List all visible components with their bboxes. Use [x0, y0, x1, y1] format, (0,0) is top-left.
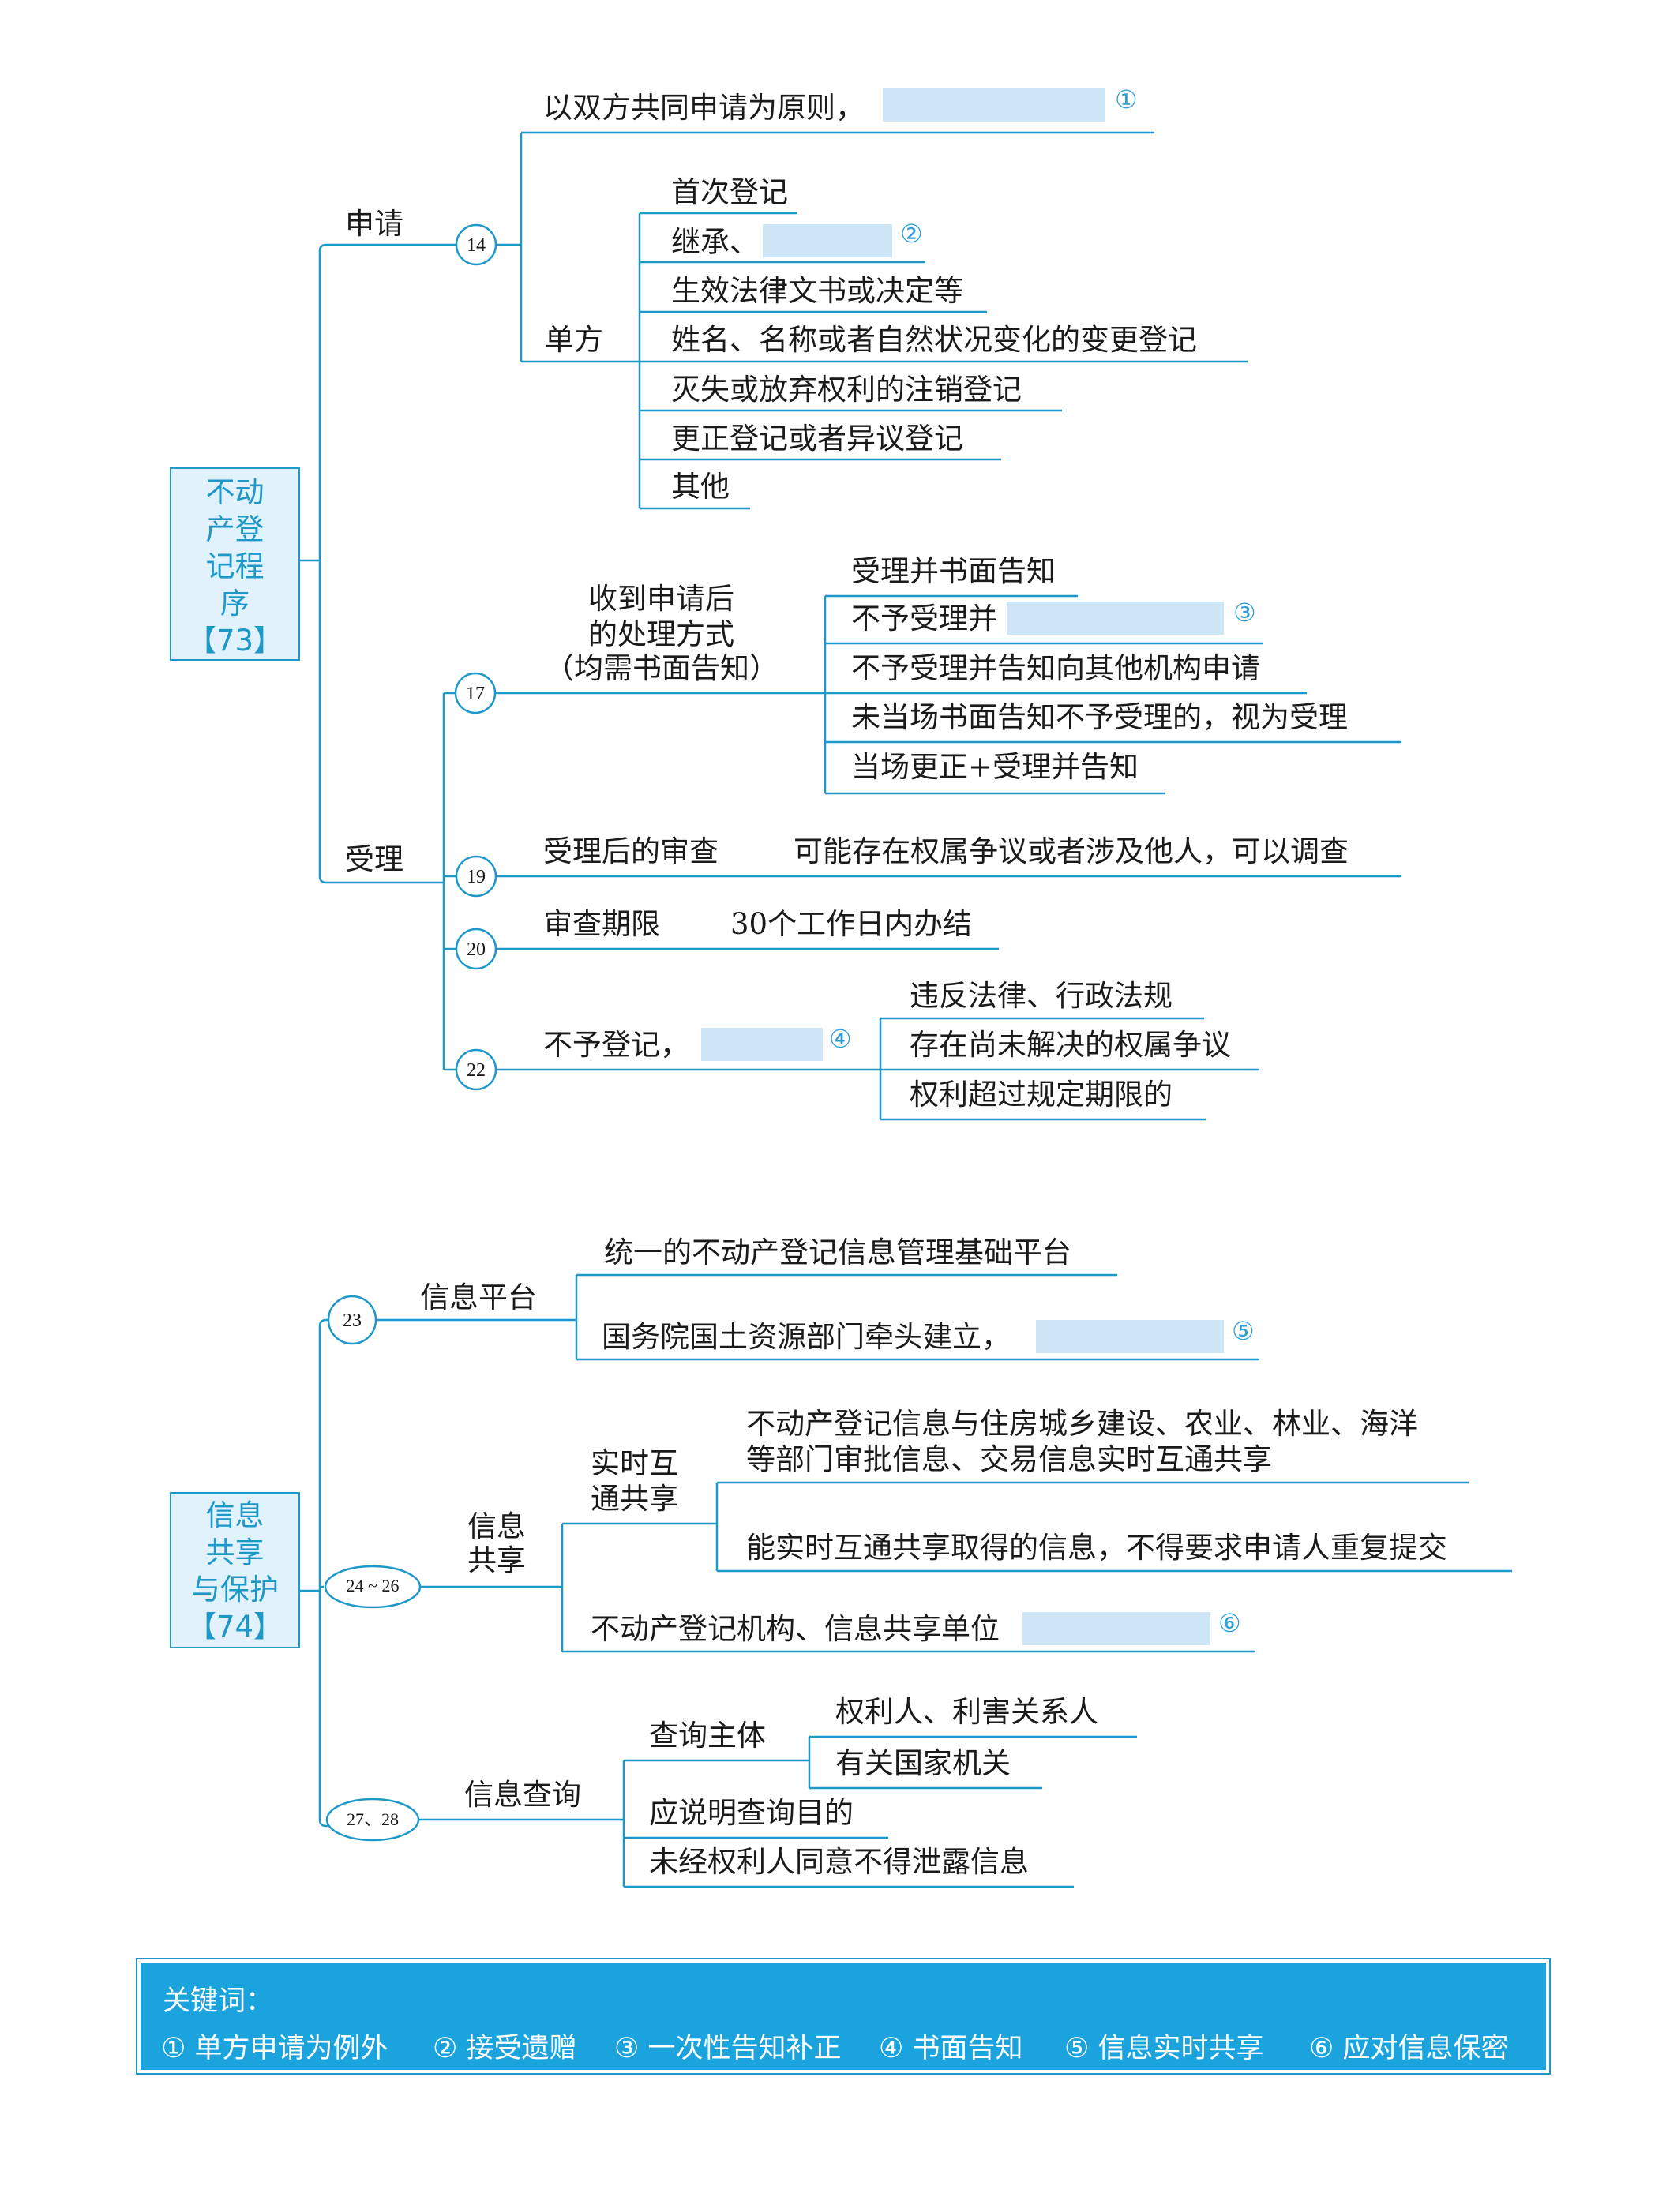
blank-3: [1007, 602, 1224, 635]
blank-5-number: ⑤: [1232, 1316, 1255, 1346]
blank-6-number: ⑥: [1218, 1608, 1241, 1638]
root-line: 【73】: [186, 624, 283, 658]
realtime-item: 等部门审批信息、交易信息实时互通共享: [746, 1442, 1272, 1476]
circle-22: [455, 1048, 497, 1091]
keyword-item: ① 单方申请为例外: [161, 2033, 388, 2064]
blank-3-number: ③: [1233, 598, 1256, 628]
query-subject-item: 权利人、利害关系人: [835, 1695, 1098, 1729]
sharing-label: 信息: [467, 1509, 526, 1543]
handling-item: 未当场书面告知不予受理的，视为受理: [851, 700, 1348, 734]
handling-heading: 收到申请后: [588, 582, 734, 616]
agencies-text: 不动产登记机构、信息共享单位: [591, 1612, 1000, 1646]
refuse-item: 违反法律、行政法规: [910, 979, 1173, 1013]
unilateral-item: 姓名、名称或者自然状况变化的变更登记: [671, 323, 1197, 357]
review-label: 受理后的审查: [543, 834, 719, 868]
principle-text: 以双方共同申请为原则，: [543, 91, 865, 125]
platform-item: 统一的不动产登记信息管理基础平台: [604, 1235, 1071, 1269]
period-note: 30个工作日内办结: [730, 907, 973, 941]
realtime-label: 实时互: [591, 1446, 678, 1480]
blank-4: [701, 1028, 823, 1061]
root-line: 信息: [205, 1498, 265, 1532]
keyword-item: ③ 一次性告知补正: [614, 2033, 842, 2064]
handling-item: 不予受理并告知向其他机构申请: [851, 651, 1260, 685]
circle-23: [327, 1295, 377, 1345]
blank-2: [763, 224, 892, 257]
keyword-item: ④ 书面告知: [879, 2033, 1023, 2064]
root-line: 与保护: [191, 1573, 279, 1607]
realtime-label: 通共享: [591, 1482, 678, 1516]
keywords-panel: 关键词： ① 单方申请为例外 ② 接受遗赠 ③ 一次性告知补正 ④ 书面告知 ⑤…: [141, 1963, 1546, 2070]
realtime-item: 能实时互通共享取得的信息，不得要求申请人重复提交: [746, 1531, 1447, 1565]
accept-label: 受理: [345, 842, 403, 876]
circle-22-text: 22: [467, 1060, 486, 1081]
handling-heading: （均需书面告知）: [545, 651, 779, 685]
circle-23-text: 23: [343, 1310, 362, 1331]
blank-1: [883, 88, 1105, 122]
platform-label: 信息平台: [420, 1280, 537, 1314]
unilateral-item: 继承、: [671, 225, 759, 259]
query-consent: 未经权利人同意不得泄露信息: [649, 1845, 1029, 1879]
unilateral-item: 生效法律文书或决定等: [671, 274, 963, 308]
sharing-label: 共享: [467, 1543, 526, 1577]
circle-20-text: 20: [467, 939, 486, 960]
unilateral-label: 单方: [545, 323, 603, 357]
query-subject-item: 有关国家机关: [835, 1746, 1011, 1780]
unilateral-item: 更正登记或者异议登记: [671, 422, 963, 456]
blank-4-number: ④: [829, 1024, 852, 1054]
circle-27-28: [325, 1798, 420, 1842]
query-purpose: 应说明查询目的: [649, 1796, 854, 1830]
root-line: 产登: [205, 512, 265, 546]
circle-24-26-text: 24 ~ 26: [346, 1576, 400, 1595]
blank-6: [1022, 1612, 1210, 1645]
query-label: 信息查询: [464, 1778, 581, 1812]
handling-item: 不予受理并: [851, 602, 997, 635]
handling-item: 受理并书面告知: [851, 554, 1056, 588]
root-line: 记程: [205, 549, 265, 583]
realtime-item: 不动产登记信息与住房城乡建设、农业、林业、海洋: [746, 1407, 1418, 1441]
keywords-title: 关键词：: [163, 1985, 274, 2017]
refuse-label: 不予登记，: [543, 1028, 689, 1062]
keyword-item: ⑤ 信息实时共享: [1064, 2033, 1264, 2064]
blank-5: [1036, 1320, 1224, 1353]
handling-heading: 的处理方式: [588, 617, 734, 651]
circle-27-28-text: 27、28: [346, 1809, 399, 1829]
unilateral-item: 其他: [671, 470, 730, 504]
handling-item: 当场更正+受理并告知: [851, 750, 1139, 784]
refuse-item: 存在尚未解决的权属争议: [910, 1028, 1231, 1062]
period-label: 审查期限: [543, 907, 660, 941]
platform-item: 国务院国土资源部门牵头建立，: [602, 1320, 1011, 1354]
query-subject: 查询主体: [649, 1719, 766, 1753]
root-line: 【74】: [186, 1610, 283, 1644]
circle-24-26: [324, 1565, 422, 1609]
blank-2-number: ②: [900, 219, 923, 249]
refuse-item: 权利超过规定期限的: [910, 1078, 1173, 1112]
circle-19-text: 19: [467, 867, 486, 887]
review-note: 可能存在权属争议或者涉及他人，可以调查: [794, 834, 1349, 868]
root-line: 共享: [205, 1535, 265, 1569]
keywords-box: 关键词： ① 单方申请为例外 ② 接受遗赠 ③ 一次性告知补正 ④ 书面告知 ⑤…: [136, 1958, 1551, 2075]
unilateral-item: 灭失或放弃权利的注销登记: [671, 373, 1022, 407]
root-line: 序: [220, 587, 250, 620]
circle-19: [455, 855, 497, 898]
circle-14-text: 14: [467, 235, 486, 256]
blank-1-number: ①: [1115, 84, 1138, 114]
apply-label: 申请: [345, 207, 403, 241]
unilateral-item: 首次登记: [671, 175, 788, 209]
root-box-registration: 不动 产登 记程 序 【73】: [170, 467, 300, 661]
root-line: 不动: [205, 475, 265, 509]
keyword-item: ② 接受遗赠: [433, 2033, 577, 2064]
root-box-info-sharing: 信息 共享 与保护 【74】: [170, 1492, 300, 1648]
keyword-item: ⑥ 应对信息保密: [1309, 2033, 1509, 2064]
circle-14: [455, 223, 497, 266]
circle-20: [455, 928, 497, 970]
circle-17-text: 17: [466, 684, 485, 704]
circle-17: [454, 672, 497, 714]
